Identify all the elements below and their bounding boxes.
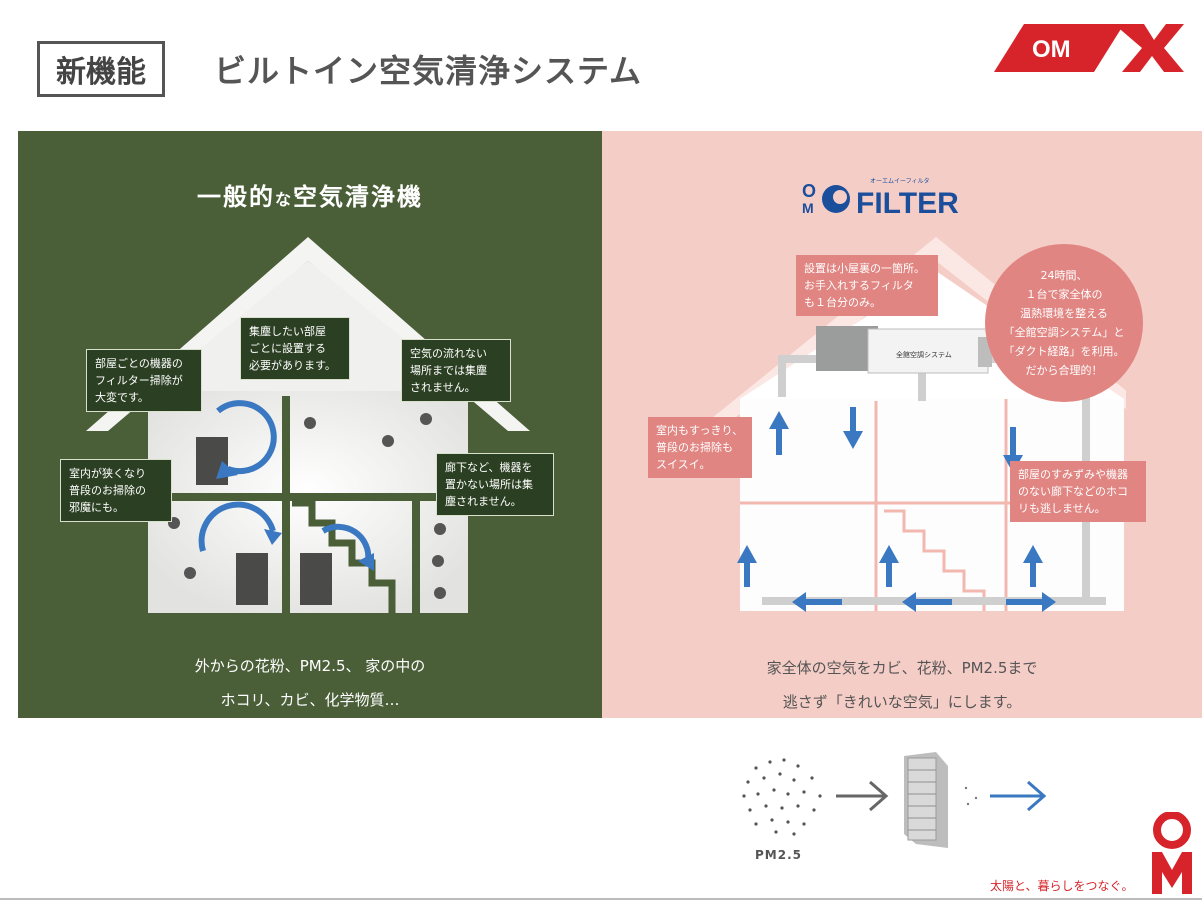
right-caption-line1: 家全体の空気をカビ、花粉、PM2.5まで	[766, 659, 1038, 677]
svg-text:全館空調システム: 全館空調システム	[896, 350, 952, 359]
callout-single-install: 設置は小屋裏の一箇所。 お手入れするフィルタ も１台分のみ。	[796, 255, 938, 316]
callout-filter-cleaning: 部屋ごとの機器の フィルター掃除が 大変です。	[86, 349, 202, 412]
om-filter-logo: O M FILTER オーエムイーフィルタ	[802, 177, 959, 217]
omx-logo: OM	[994, 24, 1184, 72]
filtration-diagram	[742, 752, 1047, 848]
svg-text:オーエムイーフィルタ: オーエムイーフィルタ	[870, 177, 930, 185]
footer-tagline: 太陽と、暮らしをつなぐ。	[990, 879, 1134, 893]
callout-install-per-room: 集塵したい部屋 ごとに設置する 必要があります。	[240, 317, 350, 380]
pm-particles-icon	[742, 758, 822, 836]
callout-narrow-room: 室内が狭くなり 普段のお掃除の 邪魔にも。	[60, 459, 172, 522]
filter-block-icon	[904, 752, 948, 848]
arrow-right-blue-icon	[990, 780, 1047, 812]
general-purifier-panel: 一般的な空気清浄機	[18, 131, 602, 718]
svg-text:FILTER: FILTER	[856, 187, 959, 217]
om-logo-bottom	[1152, 812, 1192, 894]
house-illustration-left	[86, 237, 530, 613]
om-filter-panel: O M FILTER オーエムイーフィルタ 全館空調システム	[602, 131, 1202, 718]
svg-text:M: M	[802, 200, 814, 216]
svg-text:OM: OM	[1032, 36, 1071, 63]
left-caption-line1: 外からの花粉、PM2.5、 家の中の	[194, 657, 426, 675]
callout-every-corner: 部屋のすみずみや機器 のない廊下などのホコ リも逃しません。	[1010, 461, 1146, 522]
arrow-right-gray-icon	[836, 780, 889, 812]
bottom-divider	[0, 898, 1202, 900]
callout-no-airflow: 空気の流れない 場所までは集塵 されません。	[401, 339, 511, 402]
new-feature-tag-label: 新機能	[56, 55, 146, 90]
callout-hallway: 廊下など、機器を 置かない場所は集 塵されません。	[436, 453, 554, 516]
callout-clean-room: 室内もすっきり、 普段のお掃除も スイスイ。	[648, 417, 752, 478]
page-title: ビルトイン空気清浄システム	[214, 52, 643, 90]
pm25-label: PM2.5	[755, 848, 802, 862]
circle-note-24h: 24時間、 １台で家全体の 温熱環境を整える 「全館空調システム」と 「ダクト経…	[985, 244, 1143, 402]
new-feature-tag: 新機能	[37, 41, 165, 97]
general-purifier-title: 一般的な空気清浄機	[196, 183, 423, 211]
left-caption-line2: ホコリ、カビ、化学物質…	[220, 691, 400, 709]
svg-text:O: O	[802, 181, 816, 201]
right-caption-line2: 逃さず「きれいな空気」にします。	[782, 693, 1022, 711]
